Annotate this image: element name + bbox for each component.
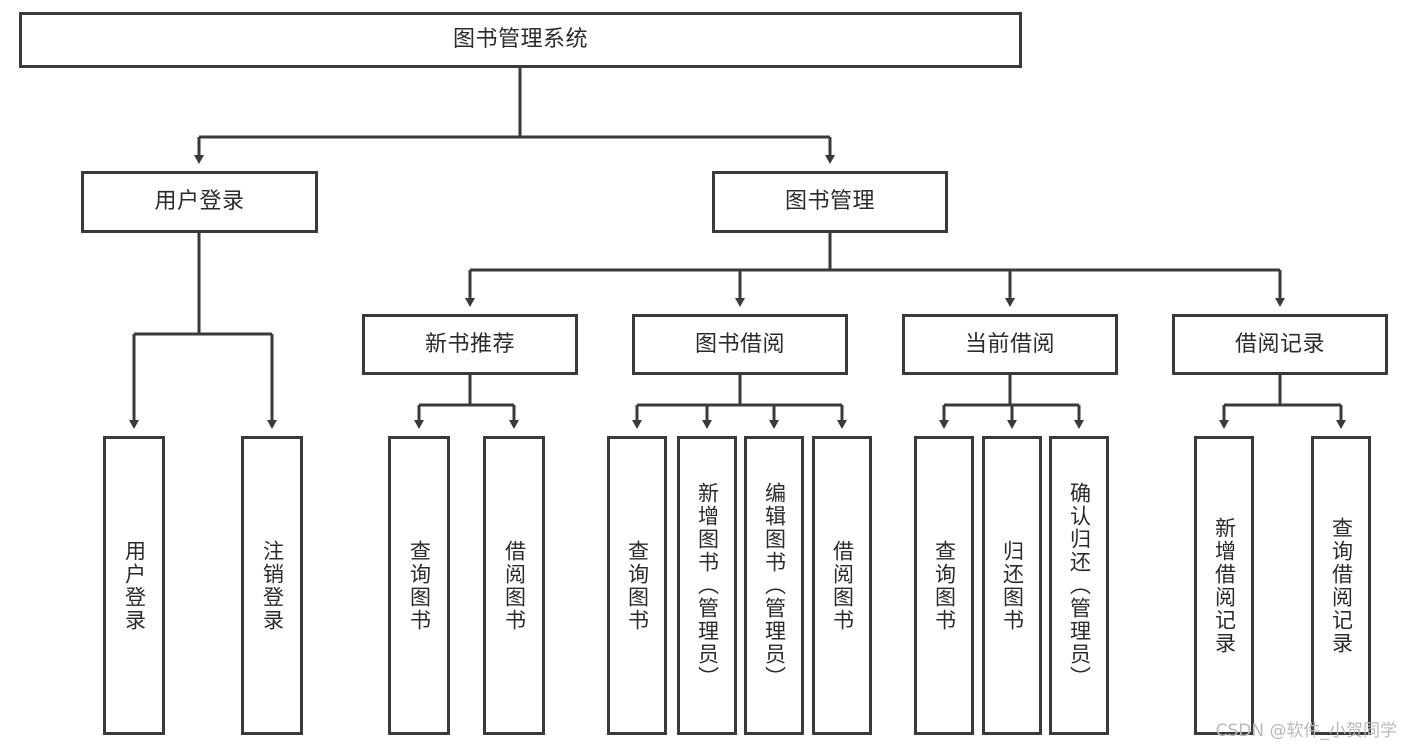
- node-leaf-user-login[interactable]: 用户登录: [103, 436, 165, 735]
- node-leaf-query-record-label: 查询借阅记录: [1329, 516, 1354, 655]
- node-borrow-record[interactable]: 借阅记录: [1172, 314, 1388, 375]
- node-leaf-logout[interactable]: 注销登录: [241, 436, 303, 735]
- node-user-login[interactable]: 用户登录: [81, 171, 318, 233]
- node-leaf-query-book-1[interactable]: 查询图书: [388, 436, 450, 735]
- node-leaf-confirm-return-label: 确认归还（管理员）: [1067, 482, 1092, 689]
- node-leaf-query-book-3-label: 查询图书: [932, 539, 957, 632]
- node-root-label: 图书管理系统: [452, 27, 588, 53]
- node-leaf-add-record[interactable]: 新增借阅记录: [1194, 436, 1254, 735]
- node-leaf-query-book-2[interactable]: 查询图书: [607, 436, 667, 735]
- node-book-manage-label: 图书管理: [784, 189, 875, 215]
- node-leaf-query-book-2-label: 查询图书: [625, 539, 650, 632]
- node-leaf-return-book-label: 归还图书: [1000, 539, 1025, 632]
- node-leaf-edit-book[interactable]: 编辑图书（管理员）: [744, 436, 804, 735]
- node-leaf-borrow-book-2[interactable]: 借阅图书: [812, 436, 872, 735]
- node-leaf-query-book-3[interactable]: 查询图书: [914, 436, 974, 735]
- node-leaf-borrow-book-1[interactable]: 借阅图书: [483, 436, 545, 735]
- node-leaf-borrow-book-1-label: 借阅图书: [502, 539, 527, 632]
- node-book-borrow-label: 图书借阅: [694, 331, 785, 357]
- node-leaf-edit-book-label: 编辑图书（管理员）: [762, 482, 787, 689]
- node-leaf-logout-label: 注销登录: [260, 539, 285, 632]
- node-book-borrow[interactable]: 图书借阅: [632, 314, 848, 375]
- node-new-book-rec-label: 新书推荐: [424, 331, 515, 357]
- node-leaf-return-book[interactable]: 归还图书: [982, 436, 1042, 735]
- node-borrow-record-label: 借阅记录: [1234, 331, 1325, 357]
- node-leaf-add-book-label: 新增图书（管理员）: [695, 482, 720, 689]
- watermark-text: CSDN @软件_小贺同学: [1215, 721, 1397, 741]
- node-leaf-add-record-label: 新增借阅记录: [1212, 516, 1237, 655]
- node-user-login-label: 用户登录: [154, 189, 245, 215]
- node-leaf-query-record[interactable]: 查询借阅记录: [1311, 436, 1371, 735]
- node-leaf-user-login-label: 用户登录: [122, 539, 147, 632]
- node-root[interactable]: 图书管理系统: [19, 12, 1022, 68]
- node-new-book-rec[interactable]: 新书推荐: [362, 314, 578, 375]
- node-leaf-borrow-book-2-label: 借阅图书: [830, 539, 855, 632]
- node-current-borrow[interactable]: 当前借阅: [902, 314, 1118, 375]
- node-book-manage[interactable]: 图书管理: [712, 171, 948, 233]
- node-leaf-confirm-return[interactable]: 确认归还（管理员）: [1049, 436, 1109, 735]
- node-leaf-add-book[interactable]: 新增图书（管理员）: [677, 436, 737, 735]
- node-current-borrow-label: 当前借阅: [964, 331, 1055, 357]
- node-leaf-query-book-1-label: 查询图书: [407, 539, 432, 632]
